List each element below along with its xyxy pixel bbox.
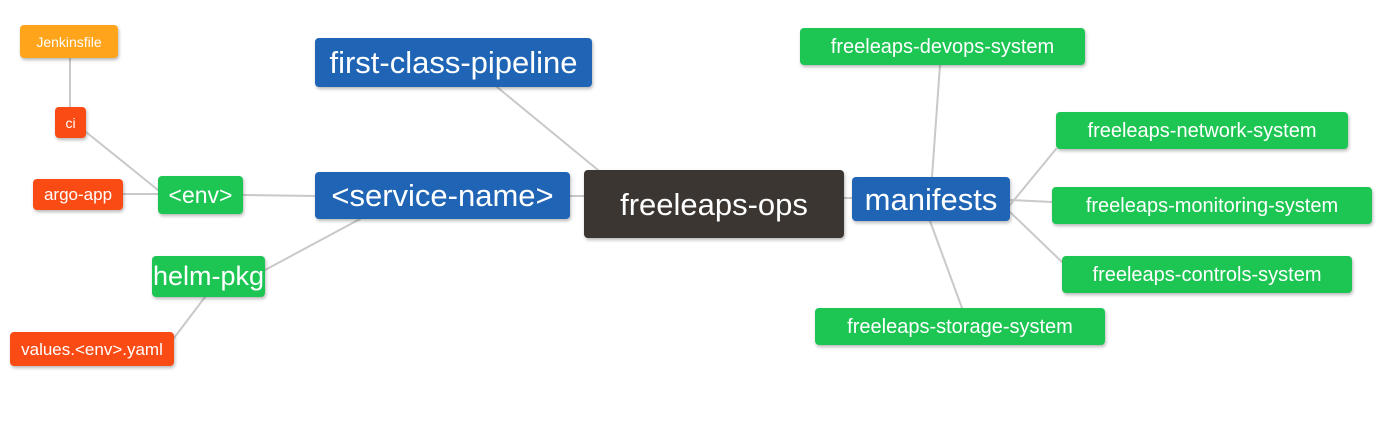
edge-values-env-yaml-to-helm-pkg [173,296,206,339]
mindmap-node-first-class-pipeline[interactable]: first-class-pipeline [315,38,592,87]
edge-helm-pkg-to-service-name [264,218,361,271]
node-label-ci: ci [65,114,76,131]
node-label-argo-app: argo-app [43,185,113,204]
edge-env-to-service-name [242,194,316,197]
edge-first-class-pipeline-to-freeleaps-ops [496,86,599,171]
node-label-helm-pkg: helm-pkg [152,261,265,291]
mindmap-node-helm-pkg[interactable]: helm-pkg [152,256,265,297]
mindmap-node-manifests[interactable]: manifests [852,177,1010,221]
mindmap-node-env[interactable]: <env> [158,176,243,214]
edge-manifests-to-freeleaps-monitoring-system [1009,199,1053,203]
mindmap-node-freeleaps-network-system[interactable]: freeleaps-network-system [1056,112,1348,149]
edge-manifests-to-freeleaps-devops-system [931,64,941,178]
mindmap-node-freeleaps-storage-system[interactable]: freeleaps-storage-system [815,308,1105,345]
mindmap-node-freeleaps-devops-system[interactable]: freeleaps-devops-system [800,28,1085,65]
node-label-freeleaps-storage-system: freeleaps-storage-system [847,315,1073,338]
node-label-jenkinsfile: Jenkinsfile [36,33,102,50]
node-label-freeleaps-controls-system: freeleaps-controls-system [1092,263,1322,286]
node-label-freeleaps-monitoring-system: freeleaps-monitoring-system [1085,194,1339,217]
edge-manifests-to-freeleaps-network-system [1009,148,1057,206]
mindmap-node-service-name[interactable]: <service-name> [315,172,570,219]
node-label-freeleaps-network-system: freeleaps-network-system [1087,119,1317,142]
node-label-service-name: <service-name> [331,178,554,213]
node-label-first-class-pipeline: first-class-pipeline [329,45,578,80]
mindmap-node-values-env-yaml[interactable]: values.<env>.yaml [10,332,174,366]
mindmap-node-freeleaps-ops[interactable]: freeleaps-ops [584,170,844,238]
edge-manifests-to-freeleaps-storage-system [929,220,963,309]
mindmap-node-ci[interactable]: ci [55,107,86,138]
node-label-freeleaps-devops-system: freeleaps-devops-system [830,35,1055,58]
mindmap-node-argo-app[interactable]: argo-app [33,179,123,210]
mindmap-node-freeleaps-controls-system[interactable]: freeleaps-controls-system [1062,256,1352,293]
node-label-values-env-yaml: values.<env>.yaml [21,339,163,359]
mindmap-node-freeleaps-monitoring-system[interactable]: freeleaps-monitoring-system [1052,187,1372,224]
node-label-freeleaps-ops: freeleaps-ops [620,186,808,222]
mindmap-node-jenkinsfile[interactable]: Jenkinsfile [20,25,118,58]
node-label-manifests: manifests [864,181,998,217]
node-label-env: <env> [168,181,233,208]
